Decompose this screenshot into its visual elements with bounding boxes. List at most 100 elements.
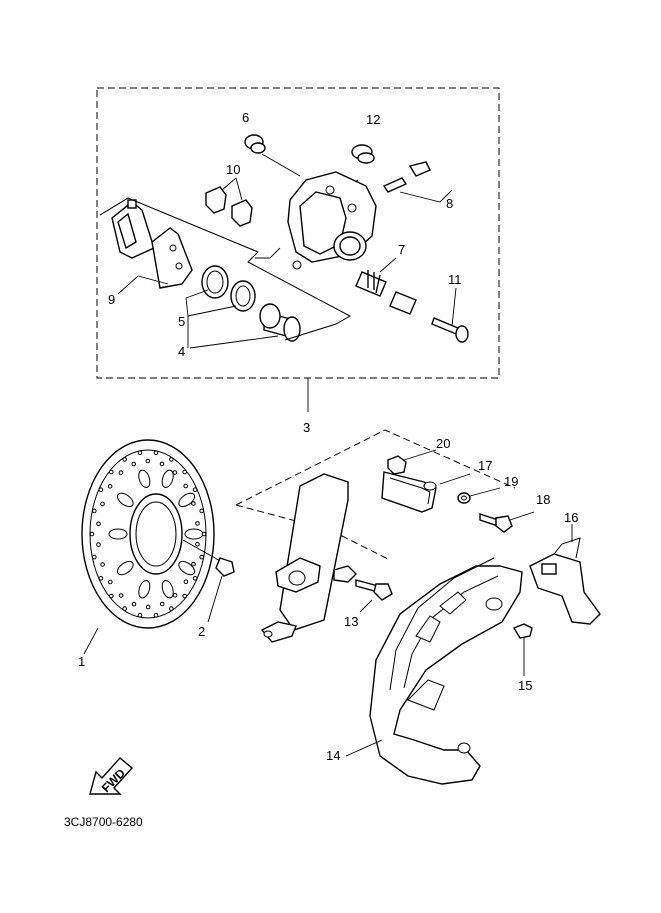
disc-drill-hole	[192, 576, 198, 581]
caliper-boot-set	[355, 270, 417, 315]
callout-9: 9	[108, 292, 115, 307]
disc-drill-hole	[108, 579, 113, 585]
disc-drill-hole	[137, 450, 143, 456]
callout-8: 8	[446, 196, 453, 211]
disc-drill-hole	[98, 487, 104, 493]
pin-cap	[351, 144, 375, 164]
callout-7: 7	[398, 242, 405, 257]
disc-drill-hole	[169, 606, 174, 611]
disc-drill-hole	[172, 593, 178, 598]
caliper-bolt	[431, 317, 469, 343]
disc-drill-hole	[109, 469, 114, 475]
pad-clips	[205, 186, 253, 227]
disc-drill-hole	[89, 531, 95, 537]
caliper-body	[287, 171, 377, 270]
disc-drill-hole	[195, 541, 200, 547]
disc-drill-hole	[159, 601, 165, 607]
disc-drill-hole	[201, 531, 207, 537]
callout-11: 11	[448, 272, 462, 287]
disc-drill-hole	[131, 601, 137, 607]
disc-drill-hole	[169, 457, 174, 462]
disc-drill-hole	[100, 562, 105, 567]
brake-pad-kit	[111, 199, 193, 289]
disc-vent-slot	[178, 560, 196, 576]
guard-bolt	[479, 513, 513, 533]
disc-drill-hole	[153, 612, 159, 618]
callout-18: 18	[536, 492, 550, 507]
front-fork-lower	[260, 473, 357, 643]
fwd-arrow-icon: FWD	[89, 757, 134, 795]
disc-drill-hole	[153, 450, 159, 456]
disc-drill-hole	[96, 521, 101, 527]
guard-nut	[387, 455, 407, 475]
callout-14: 14	[326, 748, 340, 763]
callout-13: 13	[344, 614, 358, 629]
disc-vent-slot	[178, 492, 196, 508]
disc-vent-slot	[184, 528, 204, 540]
disc-drill-hole	[92, 554, 97, 560]
disc-drill-hole	[137, 612, 143, 618]
caliper-to-fork-dashed-line	[235, 429, 516, 506]
disc-drill-hole	[199, 508, 204, 514]
disc-vent-slot	[161, 580, 174, 599]
callout-5: 5	[178, 314, 185, 329]
callout-1: 1	[78, 654, 85, 669]
drawing-code: 3CJ8700-6280	[64, 815, 143, 829]
disc-vent-slot	[108, 528, 128, 540]
guard-washer	[457, 492, 471, 504]
fork-bolt	[355, 579, 393, 601]
disc-drill-hole	[182, 593, 187, 599]
disc-drill-hole	[109, 593, 114, 599]
callout-12: 12	[366, 112, 380, 127]
callout-10: 10	[226, 162, 240, 177]
guard-bracket	[381, 471, 437, 513]
brake-disc	[81, 439, 215, 629]
callout-17: 17	[478, 458, 492, 473]
disc-drill-hole	[191, 561, 196, 567]
disc-drill-hole	[183, 483, 188, 489]
bleed-screw-set	[382, 161, 431, 193]
disc-drill-hole	[183, 579, 189, 585]
disc-vent-slot	[161, 469, 174, 488]
callout-15: 15	[518, 678, 532, 693]
disc-drill-hole	[122, 457, 127, 462]
disc-drill-hole	[172, 470, 178, 475]
callout-6: 6	[242, 110, 249, 125]
callout-3: 3	[303, 420, 310, 435]
disc-vent-slot	[116, 492, 134, 508]
disc-drill-hole	[107, 484, 113, 489]
callout-2: 2	[198, 624, 205, 639]
disc-drill-hole	[145, 458, 151, 464]
caliper-piston	[259, 303, 301, 342]
callout-4: 4	[178, 344, 185, 359]
disc-drill-hole	[159, 461, 165, 467]
disc-drill-hole	[98, 576, 104, 581]
pad-leader	[117, 275, 169, 295]
guard-screw	[512, 623, 533, 639]
disc-guard	[369, 557, 523, 785]
disc-vent-slot	[116, 560, 134, 576]
disc-drill-hole	[199, 554, 204, 560]
disc-drill-hole	[192, 487, 198, 493]
disc-drill-hole	[96, 542, 101, 547]
disc-drill-hole	[182, 469, 187, 475]
disc-bolt	[182, 539, 235, 577]
callout-20: 20	[436, 436, 450, 451]
callout-16: 16	[564, 510, 578, 525]
bleed-cap	[244, 134, 266, 154]
hose-guide	[529, 537, 601, 625]
disc-drill-hole	[92, 508, 97, 514]
disc-vent-slot	[138, 580, 151, 599]
disc-drill-hole	[118, 470, 124, 476]
disc-drill-hole	[100, 501, 105, 507]
disc-drill-hole	[122, 606, 127, 611]
caliper-assembly-box	[96, 87, 500, 379]
callout-19: 19	[504, 474, 518, 489]
disc-vent-slot	[138, 469, 151, 488]
disc-drill-hole	[145, 604, 151, 610]
piston-seals	[201, 265, 256, 312]
disc-drill-hole	[131, 461, 137, 467]
disc-drill-hole	[195, 521, 200, 526]
disc-drill-hole	[191, 501, 196, 506]
